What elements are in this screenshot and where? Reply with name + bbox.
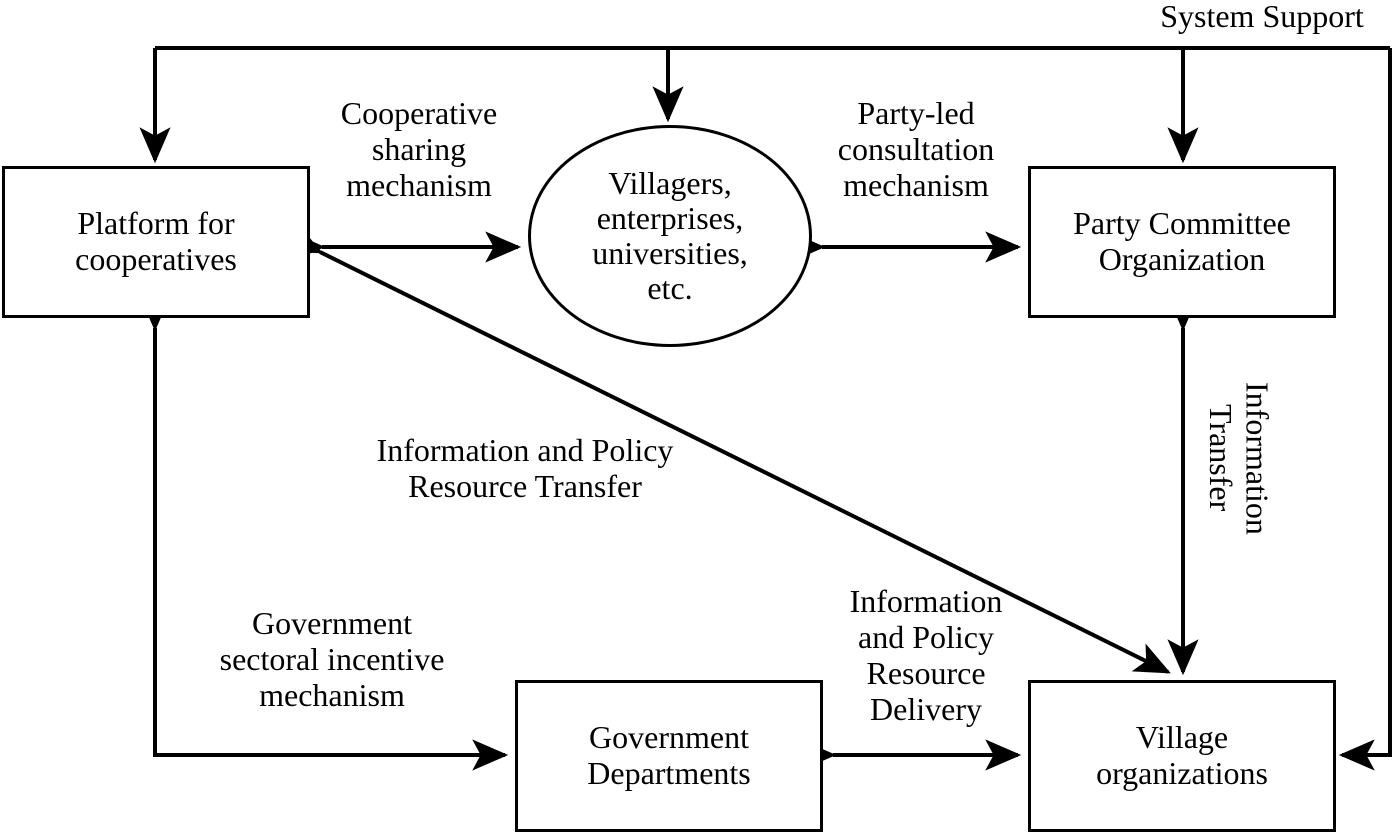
edge-label-system-support: System Support [1160, 0, 1364, 34]
edge-label-information-and-policy-resource-delivery: Information and Policy Resource Delivery [849, 583, 1003, 728]
edge-label-information-transfer: Information Transfer [1203, 381, 1276, 535]
node-village-organizations[interactable]: Village organizations [1028, 680, 1336, 832]
node-label-platform: Platform for cooperatives [75, 205, 237, 277]
node-villagers-enterprises-universities[interactable]: Villagers, enterprises, universities, et… [528, 125, 812, 347]
edge-label-government-sectoral-incentive-mechanism: Government sectoral incentive mechanism [219, 605, 445, 714]
node-label-party-committee: Party Committee Organization [1073, 205, 1291, 277]
node-label-village-organizations: Village organizations [1096, 719, 1268, 791]
edge-label-party-led-consultation-mechanism: Party-led consultation mechanism [837, 95, 995, 204]
node-party-committee-organization[interactable]: Party Committee Organization [1028, 166, 1336, 318]
wire-platform-government [139, 295, 509, 771]
node-government-departments[interactable]: Government Departments [515, 680, 823, 832]
node-label-government-departments: Government Departments [587, 719, 751, 791]
wire-bus-to-village [1338, 48, 1392, 771]
edge-label-cooperative-sharing-mechanism: Cooperative sharing mechanism [340, 95, 498, 204]
node-platform-for-cooperatives[interactable]: Platform for cooperatives [2, 166, 310, 318]
node-label-villagers: Villagers, enterprises, universities, et… [592, 164, 748, 307]
edge-label-information-and-policy-resource-transfer: Information and Policy Resource Transfer [376, 432, 674, 505]
